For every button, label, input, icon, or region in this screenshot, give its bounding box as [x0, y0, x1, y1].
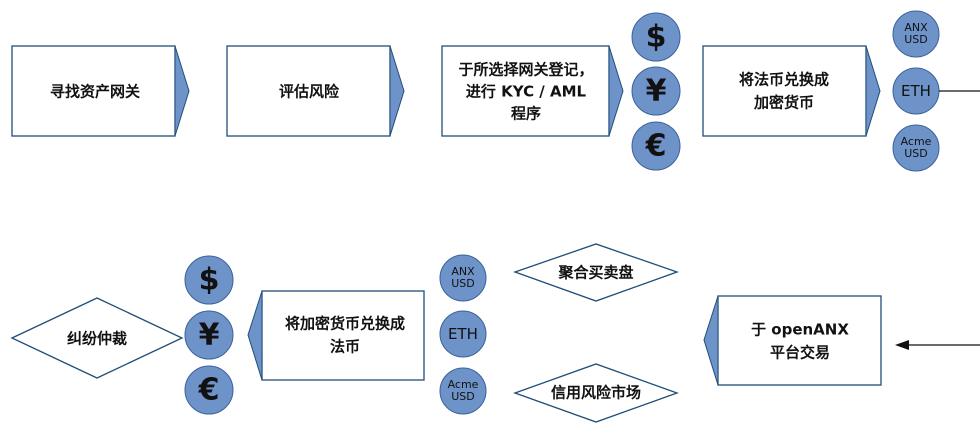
fiat-coins-top: $ ¥ € [631, 12, 681, 171]
anx-usd-coin [439, 254, 487, 302]
dollar-icon: $ [646, 20, 667, 55]
step-crypto-to-fiat: 将加密货币兑换成 法币 [247, 290, 425, 381]
diamond-label: 信用风险市场 [551, 384, 641, 402]
diamond-shape [10, 297, 184, 379]
euro-icon: € [198, 373, 220, 408]
fiat-coins-bottom: $ ¥ € [184, 255, 234, 415]
step-label-line2: 法币 [330, 338, 360, 356]
anx-usd-line1: ANX [451, 265, 475, 278]
arrow-tip [247, 290, 263, 381]
step-find-gateway: 寻找资产网关 [11, 45, 190, 137]
dollar-coin [184, 255, 234, 305]
step-box [226, 45, 391, 137]
arrow-tip [703, 295, 719, 386]
step-label-line2: 进行 KYC / AML [466, 83, 587, 101]
euro-coin [631, 121, 681, 171]
arrow-tip [174, 45, 190, 137]
diamond-label: 纠纷仲裁 [67, 330, 127, 348]
eth-coin [439, 310, 487, 358]
anx-usd-line2: USD [451, 277, 475, 290]
anx-usd-line1: ANX [904, 21, 928, 34]
step-box [441, 45, 610, 137]
yen-icon: ¥ [199, 318, 220, 353]
step-label-line1: 将法币兑换成 [739, 71, 829, 89]
acme-usd-line2: USD [904, 147, 928, 160]
acme-usd-line1: Acme [448, 378, 479, 391]
diamond-shape [513, 243, 679, 302]
eth-label: ETH [901, 82, 931, 100]
crypto-coins-bottom: ANX USD ETH Acme USD [439, 254, 487, 415]
step-box [11, 45, 176, 137]
step-box [261, 290, 425, 381]
incoming-arrow [895, 340, 980, 350]
step-label: 评估风险 [279, 83, 340, 101]
step-label-line3: 程序 [511, 105, 541, 123]
acme-usd-coin [892, 124, 940, 172]
step-label-line1: 于所选择网关登记， [458, 61, 593, 79]
step-assess-risk: 评估风险 [226, 45, 405, 137]
step-label-line2: 平台交易 [770, 344, 830, 362]
arrow-tip [608, 45, 624, 137]
step-box [717, 295, 882, 386]
arrow-tip [389, 45, 405, 137]
euro-coin [184, 365, 234, 415]
yen-coin [631, 66, 681, 116]
dollar-coin [631, 12, 681, 62]
step-label-line1: 于 openANX [751, 321, 849, 339]
step-fiat-to-crypto: 将法币兑换成 加密货币 [702, 45, 881, 137]
acme-usd-coin [439, 367, 487, 415]
diamond-label: 聚合买卖盘 [557, 264, 633, 282]
credit-risk-market: 信用风险市场 [513, 363, 679, 423]
yen-icon: ¥ [646, 74, 667, 109]
acme-usd-line2: USD [451, 390, 475, 403]
step-trade-openanx: 于 openANX 平台交易 [703, 295, 882, 386]
arrowhead-icon [895, 340, 909, 350]
acme-usd-line1: Acme [901, 135, 932, 148]
aggregate-orderbook: 聚合买卖盘 [513, 243, 679, 302]
step-box [702, 45, 867, 137]
diamond-shape [513, 363, 679, 423]
step-label: 寻找资产网关 [50, 83, 140, 101]
euro-icon: € [645, 129, 667, 164]
anx-usd-coin [892, 10, 940, 58]
yen-coin [184, 310, 234, 360]
arrow-tip [865, 45, 881, 137]
step-register-kyc: 于所选择网关登记， 进行 KYC / AML 程序 [441, 45, 624, 137]
crypto-coins-top: ANX USD ETH Acme USD [892, 10, 940, 172]
step-label-line2: 加密货币 [753, 94, 814, 112]
step-label-line1: 将加密货币兑换成 [285, 315, 405, 333]
dollar-icon: $ [199, 263, 220, 298]
dispute-arbitration: 纠纷仲裁 [10, 297, 184, 379]
anx-usd-line2: USD [904, 33, 928, 46]
eth-label: ETH [448, 325, 478, 343]
